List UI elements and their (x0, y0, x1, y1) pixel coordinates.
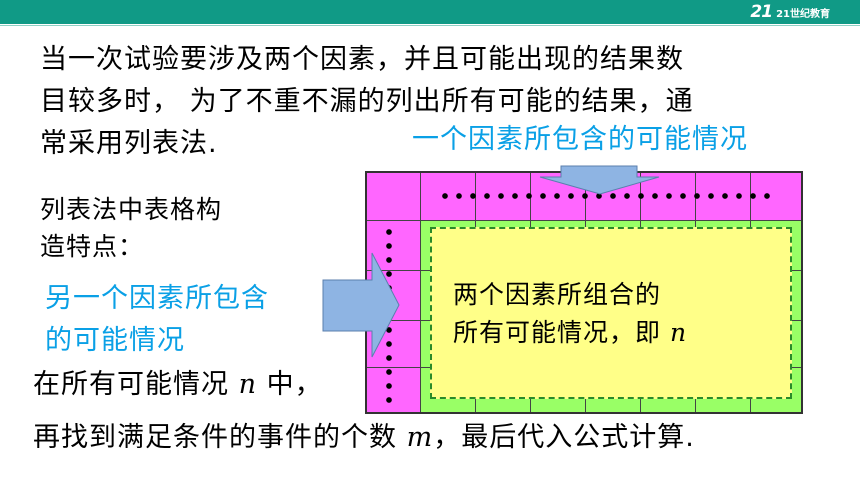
var-n: n (669, 318, 688, 347)
header-divider (0, 25, 860, 26)
var-m: m (406, 422, 434, 453)
intro-line-2: 目较多时， 为了不重不漏的列出所有可能的结果，通 (40, 86, 694, 117)
feature-line-2: 造特点： (40, 232, 145, 261)
side-factor-label-1: 另一个因素所包含 (45, 283, 269, 314)
right-arrow-icon (322, 252, 400, 358)
intro-line-1: 当一次试验要涉及两个因素，并且可能出现的结果数 (40, 44, 684, 75)
combo-line-1: 两个因素所组合的 (453, 280, 662, 309)
conclusion-line-1: 在所有可能情况 n 中， (33, 369, 323, 400)
conclusion-line-2: 再找到满足条件的事件的个数 m，最后代入公式计算. (33, 422, 695, 453)
feature-line-1: 列表法中表格构 (40, 195, 223, 224)
header-bar (0, 0, 860, 24)
down-arrow-icon (539, 165, 660, 195)
intro-line-3: 常采用列表法. (40, 128, 218, 159)
side-factor-label-2: 的可能情况 (45, 325, 185, 356)
logo-text: 21世纪教育 (776, 8, 830, 20)
combination-box (430, 227, 792, 399)
var-n: n (238, 369, 257, 400)
top-dotted-row (438, 191, 773, 201)
top-factor-label: 一个因素所包含的可能情况 (412, 124, 748, 155)
logo-mark: 21 (750, 2, 773, 22)
brand-logo: 21 21世纪教育 (750, 2, 830, 22)
combo-line-2: 所有可能情况，即 n (453, 318, 688, 347)
